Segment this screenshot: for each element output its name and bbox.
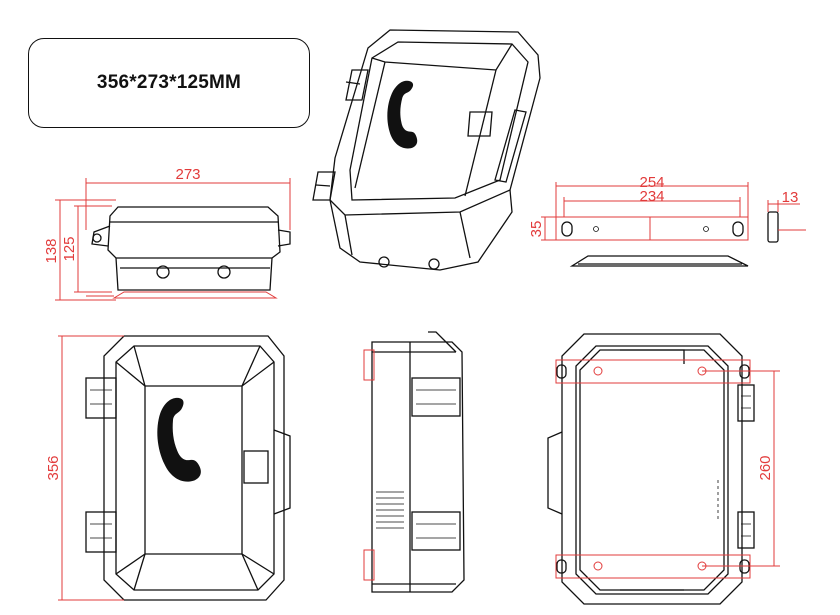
- title-text: 356*273*125MM: [96, 72, 242, 93]
- dim-273: 273: [175, 166, 200, 183]
- iso-view: [312, 29, 541, 271]
- title-box: 356*273*125MM: [28, 38, 310, 128]
- phone-handset-icon: [381, 78, 428, 151]
- dim-260: 260: [757, 455, 774, 480]
- phone-handset-icon-front: [157, 397, 201, 482]
- front-view: 356: [45, 335, 291, 601]
- dim-125: 125: [61, 236, 78, 261]
- dim-356: 356: [45, 455, 62, 480]
- dim-138: 138: [43, 238, 60, 263]
- side-view: 273 138 125: [43, 166, 291, 301]
- dim-35: 35: [528, 221, 545, 238]
- bracket-view: 254 234 35 13: [528, 174, 806, 267]
- dim-234: 234: [639, 188, 664, 205]
- dim-13: 13: [782, 189, 799, 206]
- profile-view: [363, 331, 465, 593]
- back-view: 260: [547, 333, 780, 605]
- dim-254: 254: [639, 174, 664, 191]
